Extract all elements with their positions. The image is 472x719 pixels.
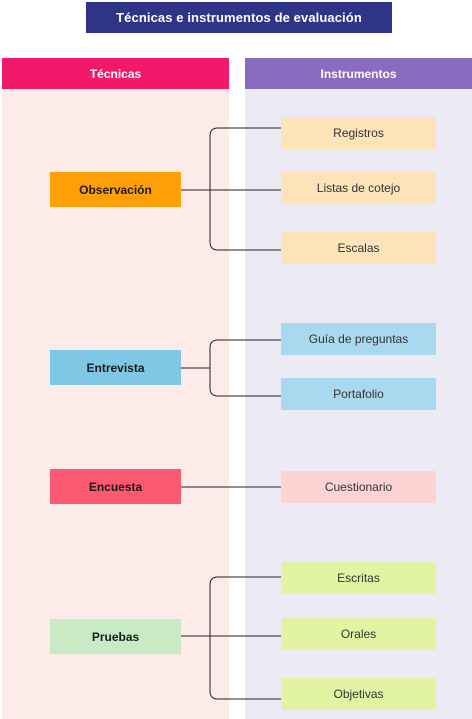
techniques-header: Técnicas: [2, 58, 229, 89]
instruments-header: Instrumentos: [245, 58, 472, 89]
instrument-objetivas: Objetivas: [281, 678, 436, 710]
instrument-escalas: Escalas: [281, 232, 436, 264]
technique-entrevista: Entrevista: [50, 350, 181, 385]
instrument-escritas: Escritas: [281, 562, 436, 594]
diagram-title: Técnicas e instrumentos de evaluación: [86, 2, 392, 33]
instrument-listas-de-cotejo: Listas de cotejo: [281, 172, 436, 204]
instrument-registros: Registros: [281, 117, 436, 149]
technique-pruebas: Pruebas: [50, 619, 181, 654]
technique-encuesta: Encuesta: [50, 469, 181, 504]
instrument-portafolio: Portafolio: [281, 378, 436, 410]
instrument-orales: Orales: [281, 618, 436, 650]
technique-observacion: Observación: [50, 172, 181, 207]
instrument-guia-de-preguntas: Guía de preguntas: [281, 323, 436, 355]
instrument-cuestionario: Cuestionario: [281, 471, 436, 503]
